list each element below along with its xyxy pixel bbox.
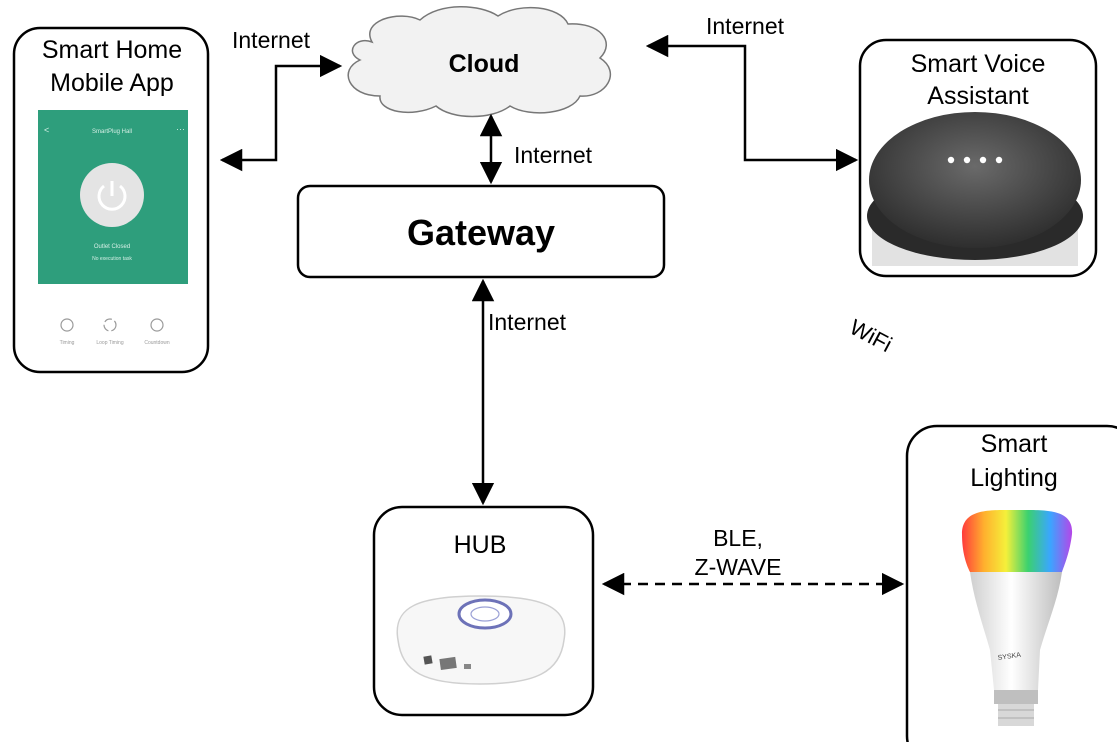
gateway-label: Gateway [407, 212, 555, 253]
loop-timing-tab: Loop Timing [96, 318, 124, 346]
power-icon [97, 181, 127, 211]
cloud-shape [347, 6, 612, 118]
timing-tab: Timing [60, 318, 75, 346]
lighting-node: Smart Lighting SYSKA [905, 424, 1117, 742]
lighting-title-line1: Smart [981, 430, 1048, 458]
more-icon: ··· [176, 124, 185, 134]
wifi-label: WiFi [846, 314, 897, 357]
cloud-label: Cloud [449, 50, 520, 78]
gateway-node: Gateway [296, 184, 666, 279]
hub-lighting-label-line2: Z-WAVE [695, 554, 782, 580]
light-bulb-image: SYSKA [962, 509, 1073, 726]
voice-assistant-node: Smart Voice Assistant [858, 38, 1098, 278]
hub-label: HUB [454, 531, 507, 559]
app-screen-title: SmartPlug Hall [92, 129, 132, 135]
mobile-app-title-line2: Mobile App [50, 69, 174, 97]
hub-node: HUB [372, 505, 595, 717]
outlet-substatus: No execution task [92, 256, 132, 262]
bulb-brand: SYSKA [997, 652, 1021, 662]
app-cloud-connector [219, 54, 343, 172]
loop-timing-tab-label: Loop Timing [96, 340, 123, 346]
voice-assistant-title-line1: Smart Voice [911, 50, 1046, 78]
hub-device-image [396, 595, 566, 685]
timing-tab-label: Timing [60, 340, 75, 346]
mobile-app-title-line1: Smart Home [42, 36, 182, 64]
smart-speaker-image [867, 112, 1083, 266]
voice-assistant-title-line2: Assistant [927, 82, 1028, 110]
outlet-status: Outlet Closed [94, 244, 130, 250]
gateway-hub-label: Internet [488, 309, 567, 335]
clock-icon [60, 318, 74, 332]
cloud-voice-connector [645, 34, 859, 172]
cloud-node: Cloud [347, 6, 612, 118]
loop-icon [103, 318, 117, 332]
countdown-icon [150, 318, 164, 332]
countdown-tab: Countdown [144, 318, 170, 346]
mobile-app-node: Smart Home Mobile App < SmartPlug Hall ·… [12, 26, 210, 374]
countdown-tab-label: Countdown [144, 340, 170, 346]
cloud-voice-label: Internet [706, 13, 785, 39]
lighting-title-line2: Lighting [970, 464, 1058, 492]
cloud-gateway-label: Internet [514, 142, 593, 168]
app-cloud-label: Internet [232, 27, 311, 53]
back-icon: < [44, 125, 49, 135]
hub-lighting-label-line1: BLE, [713, 525, 763, 551]
